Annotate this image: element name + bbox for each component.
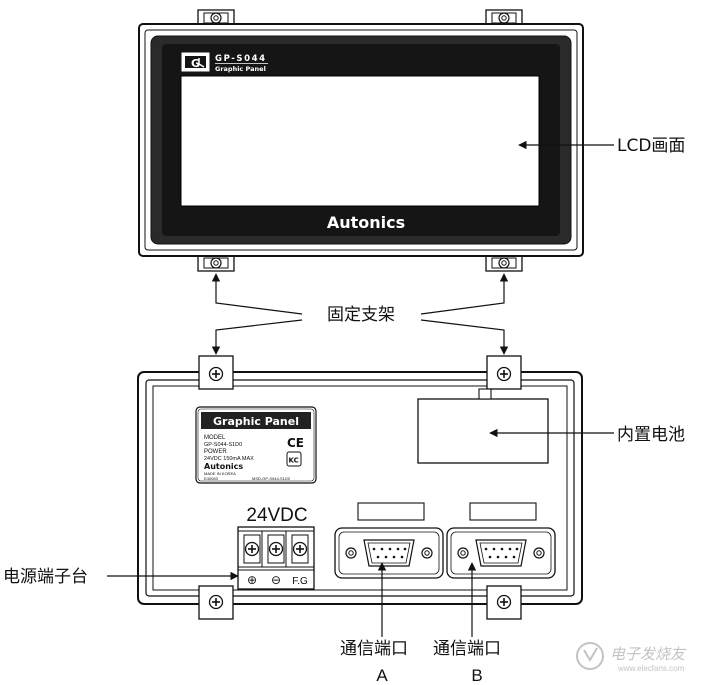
port-b-label: 通信端口 [433, 639, 501, 659]
lcd-screen-label: LCD画面 [617, 136, 685, 156]
rear-top-bracket-right [486, 355, 522, 390]
power-voltage-label: 24VDC [246, 505, 307, 526]
front-view: G GP-S044 Graphic Panel Autonics [138, 9, 584, 272]
ce-mark-icon: CE [287, 436, 304, 450]
screw-icon [496, 366, 512, 382]
terminal-label-fg: F.G [292, 576, 308, 587]
battery-compartment [417, 388, 549, 464]
mounting-bracket-label: 固定支架 [327, 305, 395, 325]
front-top-bracket-right [485, 9, 523, 27]
label-power-value: 24VDC 150mA MAX [204, 456, 254, 462]
terminal-label-minus: ⊖ [271, 573, 281, 587]
front-bottom-bracket-left [197, 254, 235, 272]
screw-icon [208, 594, 224, 610]
model-name: GP-S044 [215, 54, 267, 64]
terminal-screw-icon [244, 541, 260, 557]
screw-icon [496, 594, 512, 610]
label-made-in: MADE IN KOREA [204, 471, 236, 476]
battery-label: 内置电池 [617, 425, 685, 445]
comm-port-a [334, 502, 444, 579]
lcd-screen [180, 75, 540, 207]
label-code: E40083 [204, 476, 219, 481]
hand-pointer-icon [198, 58, 205, 68]
watermark-logo-icon [576, 642, 604, 670]
screw-icon [208, 366, 224, 382]
label-power-caption: POWER [204, 449, 227, 455]
terminal-screw-icon [268, 541, 284, 557]
watermark: 电子发烧友 www.elecfans.com [576, 642, 687, 673]
rear-view: Graphic Panel MODEL GP-S044-S1D0 POWER 2… [137, 355, 583, 620]
port-a-letter: A [376, 666, 388, 685]
label-brand: Autonics [204, 462, 243, 471]
label-model-value: GP-S044-S1D0 [204, 442, 242, 448]
kc-mark-icon: KC [289, 457, 299, 465]
terminal-screw-icon [292, 541, 308, 557]
terminal-label-plus: ⊕ [247, 573, 257, 587]
power-terminal-block: ⊕ ⊖ F.G [237, 526, 315, 590]
logo-badge-letter: G [191, 57, 200, 70]
power-terminal-label: 电源端子台 [3, 567, 88, 587]
rear-bottom-bracket-right [486, 585, 522, 620]
rear-top-bracket-left [198, 355, 234, 390]
rear-product-label: Graphic Panel MODEL GP-S044-S1D0 POWER 2… [195, 406, 317, 484]
gp-logo: G GP-S044 Graphic Panel [181, 52, 268, 73]
watermark-cn: 电子发烧友 [610, 645, 687, 663]
label-header: Graphic Panel [213, 415, 299, 428]
port-a-label: 通信端口 [340, 639, 408, 659]
label-model-caption: MODEL [204, 435, 226, 441]
front-bottom-bracket-right [485, 254, 523, 272]
bracket-callout: 固定支架 [211, 273, 509, 355]
front-brand-logo: Autonics [327, 213, 405, 232]
rear-bottom-bracket-left [198, 585, 234, 620]
label-small-right: MSD-GP-S044-S1D0 [252, 476, 291, 481]
port-b-letter: B [471, 666, 482, 685]
product-type: Graphic Panel [215, 65, 266, 73]
watermark-url: www.elecfans.com [617, 664, 685, 673]
